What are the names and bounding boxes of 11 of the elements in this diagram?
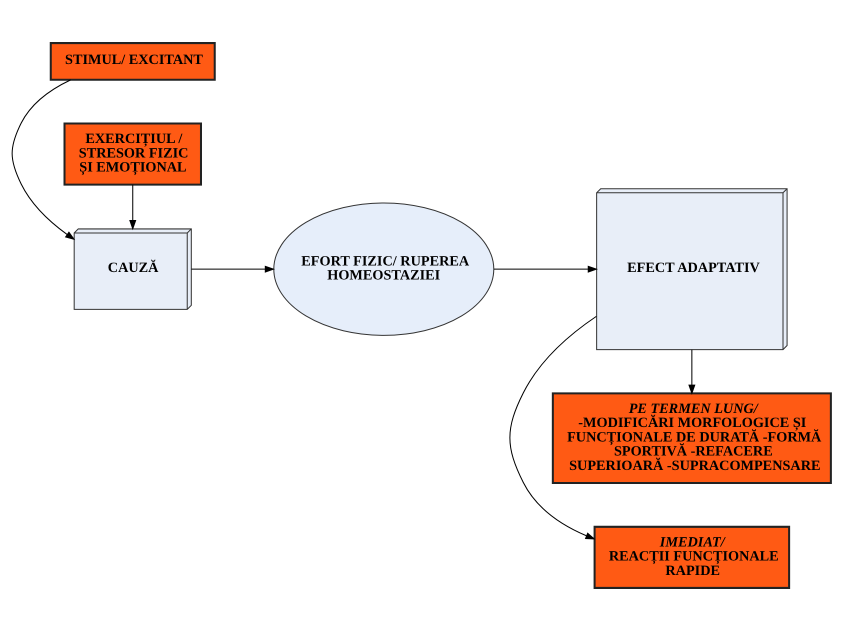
node-box: EXERCIȚIUL / STRESOR FIZIC ȘI EMOȚIONAL — [64, 122, 202, 186]
node-ellipse: EFORT FIZIC/ RUPEREA HOMEOSTAZIEI — [273, 202, 494, 336]
node-box: PE TERMEN LUNG/ -MODIFICĂRI MORFOLOGICE ȘI FUNCȚIONALE DE DURATĂ -FORMĂ SPORTIVĂ -REFACERE SUPERIOARĂ -SUPRACOMPENSARE — [552, 392, 832, 484]
arrow — [494, 265, 598, 272]
arrow — [509, 315, 597, 539]
node-box: IMEDIAT/ REACȚII FUNCȚIONALE RAPIDE — [594, 525, 790, 588]
arrow — [129, 184, 136, 230]
node-box: STIMUL/ EXCITANT — [50, 42, 216, 80]
arrow — [688, 349, 696, 394]
arrow — [12, 78, 76, 240]
arrow — [192, 265, 275, 272]
